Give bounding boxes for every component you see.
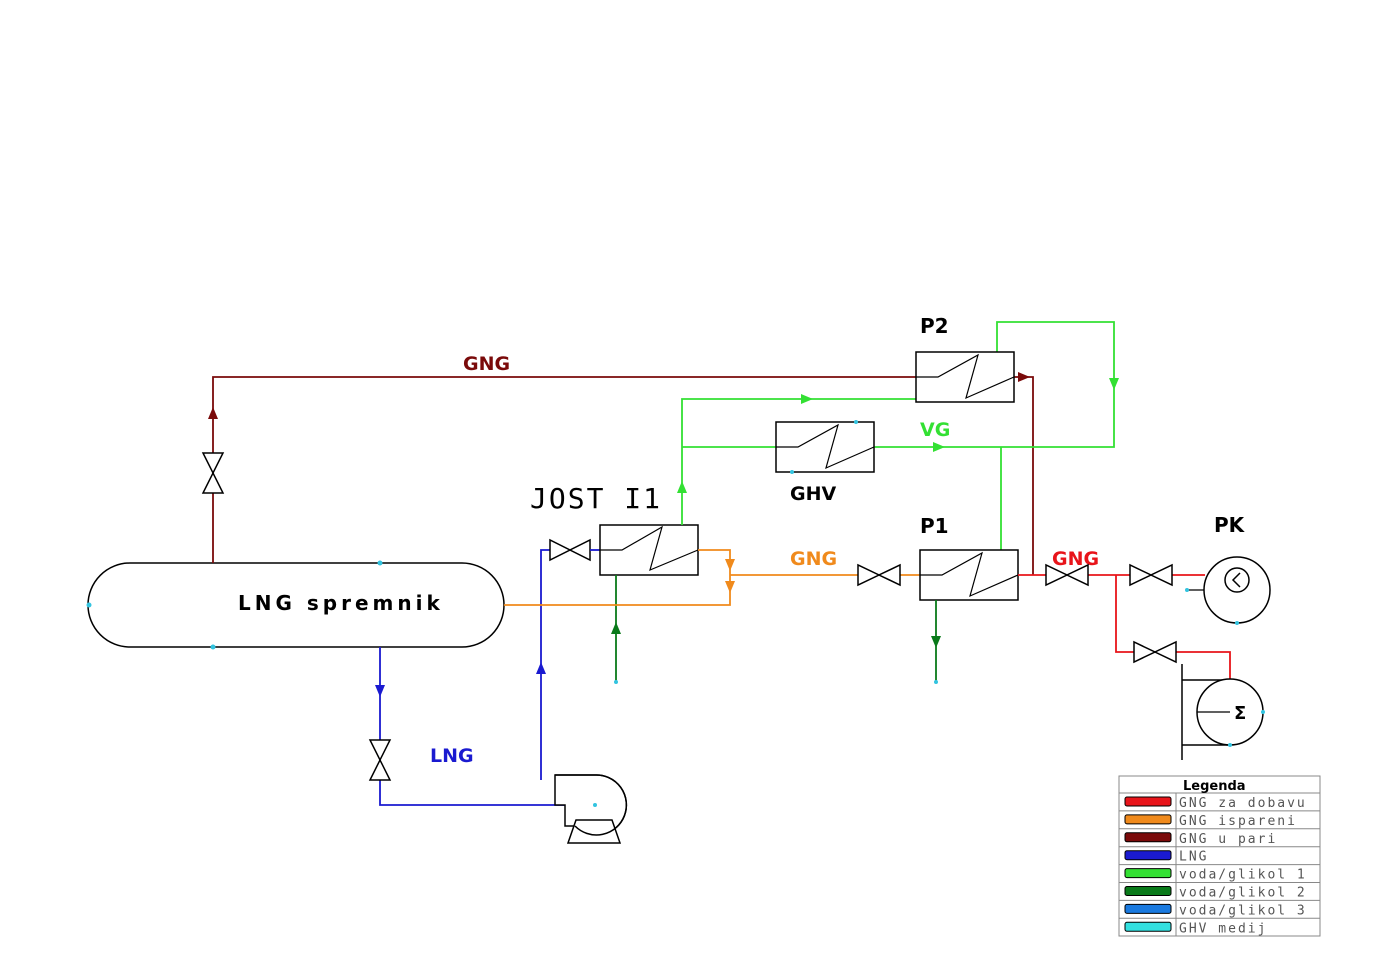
gng-top-label: GNG	[463, 353, 510, 375]
legend-label: LNG	[1179, 850, 1208, 865]
engine-sigma[interactable]: Σ	[1181, 664, 1265, 760]
lng-label: LNG	[430, 745, 474, 767]
legend-label: voda/glikol 2	[1179, 886, 1307, 901]
lng-line	[375, 549, 595, 806]
p1-label: P1	[920, 514, 949, 538]
legend-swatch	[1124, 796, 1172, 807]
valve-vapor[interactable]	[201, 452, 225, 494]
legend-label: voda/glikol 1	[1179, 868, 1307, 883]
legend-row: voda/glikol 1	[1119, 868, 1320, 883]
lng-pump[interactable]	[554, 774, 628, 844]
valve-p1-in[interactable]	[857, 563, 901, 587]
legend-row: voda/glikol 2	[1119, 886, 1320, 901]
legend-label: voda/glikol 3	[1179, 903, 1307, 918]
legend-row: LNG	[1119, 850, 1320, 866]
ghv-label: GHV	[790, 483, 836, 505]
legend-swatch	[1124, 832, 1172, 843]
gng-right-label: GNG	[1052, 548, 1099, 570]
lng-tank[interactable]: LNG spremnik	[86, 560, 505, 650]
legend-row: voda/glikol 3	[1119, 903, 1320, 919]
sigma-symbol: Σ	[1234, 703, 1246, 724]
heat-exchanger-ghv[interactable]	[775, 420, 875, 474]
valve-lng[interactable]	[368, 739, 392, 781]
tank-label: LNG spremnik	[238, 591, 444, 615]
legend-label: GNG u pari	[1179, 832, 1277, 847]
legend-row: GNG za dobavu	[1119, 796, 1320, 812]
legend-label: GNG ispareni	[1179, 814, 1297, 829]
legend-swatch	[1124, 868, 1172, 879]
valve-jost[interactable]	[549, 538, 591, 562]
legend-row: GNG ispareni	[1119, 814, 1320, 830]
valve-engine[interactable]	[1133, 640, 1177, 664]
legend-label: GHV medij	[1179, 921, 1267, 936]
legend-swatch	[1124, 886, 1172, 896]
legend-title: Legenda	[1183, 779, 1246, 794]
p2-label: P2	[920, 314, 949, 338]
legend-swatch	[1124, 850, 1172, 861]
legend-swatch	[1124, 921, 1172, 932]
legend-row: GNG u pari	[1119, 832, 1320, 848]
valve-pk[interactable]	[1129, 563, 1173, 587]
boiler-pk[interactable]	[1185, 556, 1271, 625]
jost-label: JOST I1	[530, 482, 662, 515]
legend-swatch	[1124, 814, 1172, 825]
glycol1-lines	[677, 321, 1119, 550]
vg-label: VG	[920, 419, 950, 441]
legend-label: GNG za dobavu	[1179, 796, 1307, 811]
legend-row: GHV medij	[1124, 921, 1267, 936]
glycol2-p1	[931, 600, 941, 684]
legend-swatch	[1124, 903, 1172, 914]
gng-supply-line	[1018, 574, 1231, 680]
pk-label: PK	[1214, 513, 1246, 537]
heat-exchanger-jost[interactable]	[599, 524, 699, 576]
gng-mid-label: GNG	[790, 548, 837, 570]
valve-gng-out[interactable]	[1045, 563, 1089, 587]
heat-exchanger-p2[interactable]	[915, 351, 1015, 403]
glycol2-jost	[611, 575, 621, 684]
heat-exchanger-p1[interactable]	[919, 549, 1019, 601]
gng-boiloff-line	[504, 549, 920, 606]
